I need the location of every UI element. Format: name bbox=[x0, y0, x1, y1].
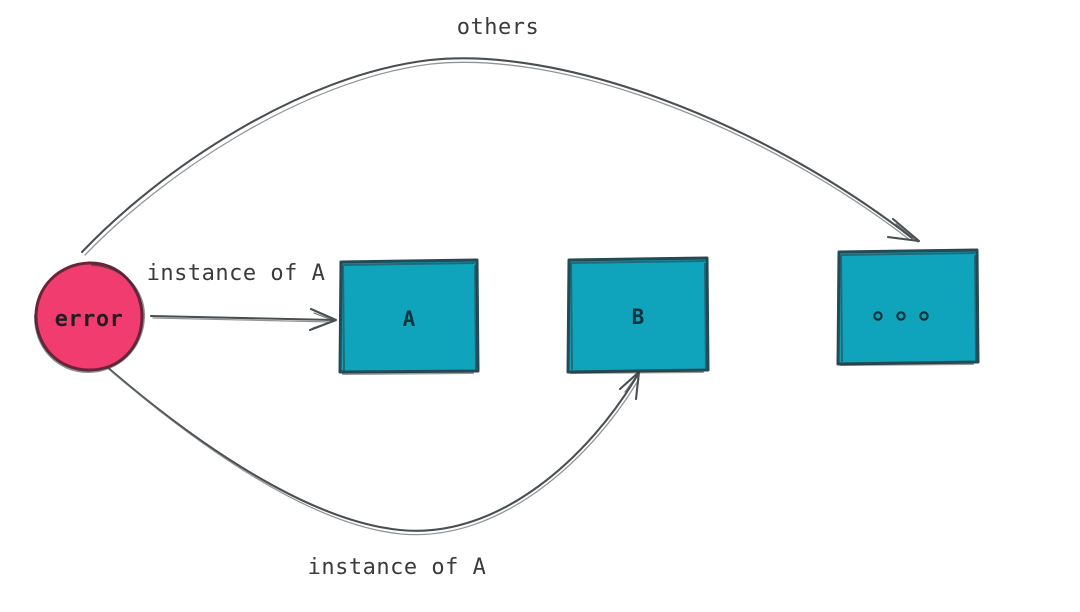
box-a-fill[interactable] bbox=[338, 258, 480, 374]
node-error[interactable]: error bbox=[33, 261, 146, 373]
edge-instance-a-bottom-path bbox=[104, 364, 639, 532]
box-b-label: B bbox=[632, 305, 645, 329]
edge-others-arrowhead-sketch bbox=[895, 223, 919, 243]
box-others-dots-icon bbox=[873, 311, 929, 321]
box-b-fill[interactable] bbox=[566, 256, 710, 374]
edge-instance-a-top bbox=[149, 307, 338, 332]
edge-instance-a-bottom bbox=[104, 364, 641, 536]
error-node-label: error bbox=[55, 307, 124, 332]
node-box-others[interactable]: ∘ ∘ ∘ bbox=[836, 248, 980, 366]
edge-instance-a-top-path bbox=[149, 314, 336, 322]
box-others-sketch-stroke bbox=[840, 252, 977, 366]
edge-others-path bbox=[80, 57, 914, 254]
edge-instance-a-bottom-path-sketch bbox=[108, 368, 640, 536]
edge-label-others: others bbox=[457, 15, 539, 40]
edge-label-instance-of-a-top: instance of A bbox=[147, 261, 326, 286]
dot-2-icon bbox=[896, 311, 906, 321]
edge-instance-a-top-path-sketch bbox=[152, 317, 333, 323]
box-b-sketch-stroke bbox=[570, 260, 707, 374]
edge-others bbox=[80, 57, 921, 256]
dot-3-icon bbox=[919, 311, 929, 321]
box-others-fill[interactable] bbox=[836, 248, 980, 366]
box-a-label: A bbox=[403, 307, 416, 331]
node-box-a[interactable]: A bbox=[338, 258, 480, 375]
edge-others-arrowhead bbox=[886, 217, 921, 243]
box-a-sketch-stroke bbox=[342, 262, 477, 375]
error-ellipse-sketch-stroke bbox=[33, 264, 146, 373]
dot-1-icon bbox=[873, 311, 883, 321]
edge-others-path-sketch bbox=[84, 61, 911, 256]
edge-instance-a-bottom-arrowhead-sketch bbox=[624, 373, 639, 393]
edge-label-instance-of-a-bottom: instance of A bbox=[308, 555, 487, 580]
node-box-b[interactable]: B bbox=[566, 256, 710, 374]
error-ellipse-fill[interactable] bbox=[34, 261, 144, 372]
edge-instance-a-top-arrowhead-sketch bbox=[312, 312, 336, 329]
